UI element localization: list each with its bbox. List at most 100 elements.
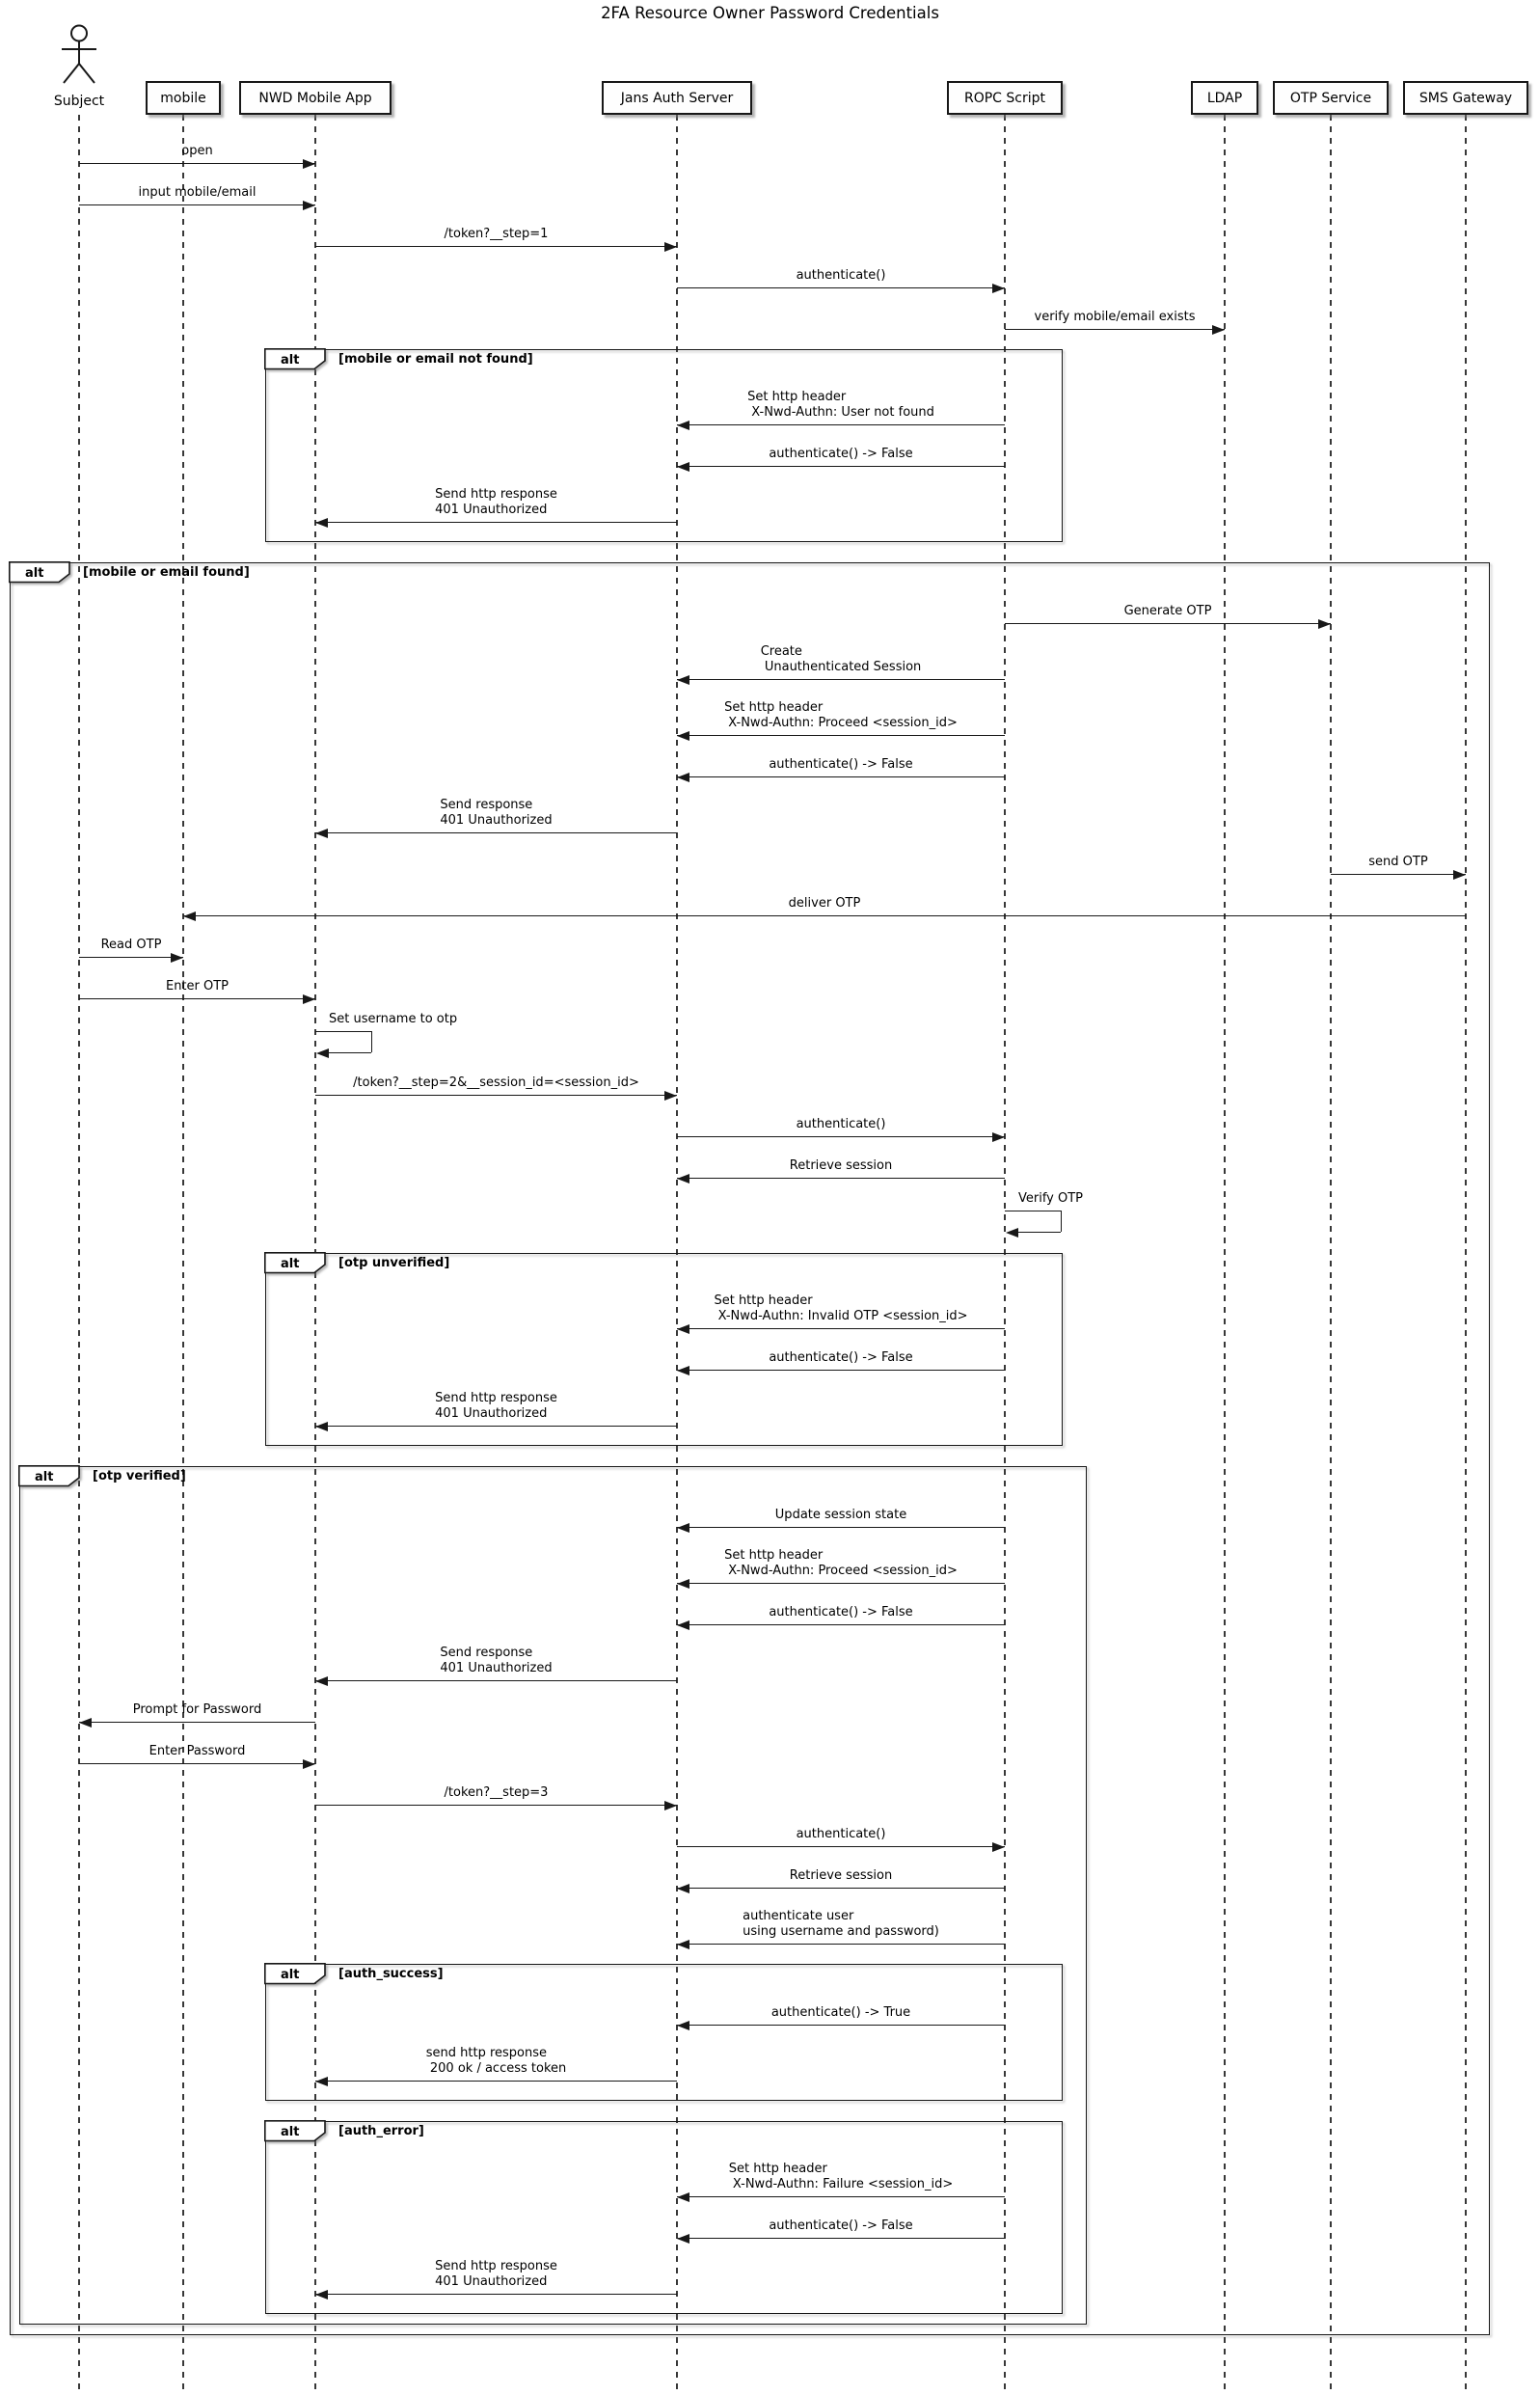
alt-guard-label: [mobile or email not found] <box>338 352 533 367</box>
message-label: verify mobile/email exists <box>1034 310 1196 324</box>
arrowhead-icon <box>677 461 689 472</box>
self-message <box>1016 1232 1061 1234</box>
self-message <box>1061 1211 1063 1232</box>
arrowhead-icon <box>303 993 315 1004</box>
participant-label: ROPC Script <box>963 90 1046 106</box>
self-message-label: Verify OTP <box>1018 1191 1084 1206</box>
arrowhead-icon <box>677 1173 689 1184</box>
message-label: /token?__step=2&__session_id=<session_id… <box>353 1075 639 1090</box>
message-arrow <box>79 998 315 1000</box>
arrowhead-icon <box>677 1578 689 1589</box>
lifeline <box>182 115 184 2395</box>
message-label: authenticate user using username and pas… <box>743 1909 939 1939</box>
message-label: authenticate() -> False <box>769 2218 913 2233</box>
message-label: Set http header X-Nwd-Authn: Proceed <se… <box>724 700 958 730</box>
message-label: Send http response 401 Unauthorized <box>435 487 557 517</box>
participant-label: SMS Gateway <box>1418 90 1513 106</box>
message-arrow <box>677 679 1005 681</box>
message-arrow <box>677 1846 1005 1848</box>
message-arrow <box>79 204 315 206</box>
lifeline <box>78 115 80 2395</box>
participant-box: NWD Mobile App <box>239 81 392 115</box>
arrowhead-icon <box>316 1048 329 1058</box>
message-arrow <box>1005 329 1225 331</box>
message-label: Retrieve session <box>789 1868 893 1883</box>
alt-fragment: alt <box>9 561 1490 2335</box>
arrowhead-icon <box>677 1323 689 1334</box>
message-label: authenticate() -> False <box>769 447 913 461</box>
arrowhead-icon <box>677 1939 689 1949</box>
arrowhead-icon <box>79 1717 92 1728</box>
alt-operator-tab: alt <box>9 561 71 584</box>
arrowhead-icon <box>992 283 1005 293</box>
arrowhead-icon <box>303 1758 315 1769</box>
lifeline <box>676 115 678 2395</box>
arrowhead-icon <box>664 241 677 252</box>
svg-text:alt: alt <box>281 2125 299 2139</box>
message-label: Set http header X-Nwd-Authn: User not fo… <box>747 390 934 420</box>
message-label: Send http response 401 Unauthorized <box>435 2259 557 2289</box>
message-arrow <box>677 1328 1005 1330</box>
alt-operator-tab: alt <box>264 2120 327 2142</box>
message-label: /token?__step=1 <box>444 227 549 241</box>
message-arrow <box>677 1178 1005 1180</box>
participant-label: NWD Mobile App <box>258 90 372 106</box>
alt-fragment: alt <box>264 348 1063 542</box>
message-arrow <box>79 1763 315 1765</box>
arrowhead-icon <box>677 1365 689 1375</box>
message-label: authenticate() <box>796 268 886 283</box>
message-arrow <box>315 1680 677 1682</box>
message-arrow <box>315 832 677 834</box>
message-arrow <box>315 1426 677 1428</box>
arrowhead-icon <box>677 674 689 685</box>
message-label: Prompt for Password <box>132 1702 262 1717</box>
arrowhead-icon <box>677 1883 689 1893</box>
lifeline <box>1330 115 1332 2395</box>
arrowhead-icon <box>677 1619 689 1630</box>
arrowhead-icon <box>677 420 689 430</box>
message-arrow <box>677 2238 1005 2240</box>
message-arrow <box>315 2081 677 2082</box>
message-label: Send http response 401 Unauthorized <box>435 1391 557 1421</box>
message-arrow <box>677 1583 1005 1585</box>
arrowhead-icon <box>677 2191 689 2202</box>
svg-text:alt: alt <box>281 353 299 367</box>
lifeline <box>1004 115 1006 2395</box>
message-arrow <box>183 915 1466 917</box>
message-label: authenticate() -> False <box>769 757 913 772</box>
message-arrow <box>677 1944 1005 1946</box>
message-label: Set http header X-Nwd-Authn: Proceed <se… <box>724 1548 958 1578</box>
arrowhead-icon <box>1318 618 1331 629</box>
participant-label: mobile <box>160 90 206 106</box>
message-arrow <box>1005 623 1331 625</box>
message-arrow <box>677 776 1005 778</box>
message-arrow <box>677 1370 1005 1372</box>
arrowhead-icon <box>315 828 328 838</box>
participant-box: LDAP <box>1191 81 1258 115</box>
message-label: Send response 401 Unauthorized <box>440 1646 553 1675</box>
message-arrow <box>315 522 677 524</box>
alt-guard-label: [otp verified] <box>93 1469 186 1483</box>
message-arrow <box>677 424 1005 426</box>
self-message <box>315 1031 371 1033</box>
alt-fragment: alt <box>264 1252 1063 1446</box>
message-label: input mobile/email <box>138 185 257 200</box>
svg-text:alt: alt <box>281 1257 299 1271</box>
message-arrow <box>677 735 1005 737</box>
message-arrow <box>1331 874 1466 876</box>
alt-fragment: alt <box>264 1963 1063 2101</box>
svg-text:alt: alt <box>35 1470 53 1484</box>
arrowhead-icon <box>677 772 689 782</box>
participant-label: Jans Auth Server <box>620 90 734 106</box>
message-label: send OTP <box>1368 855 1428 869</box>
arrowhead-icon <box>677 1522 689 1533</box>
lifeline <box>1224 115 1226 2395</box>
svg-text:alt: alt <box>281 1968 299 1982</box>
alt-guard-label: [mobile or email found] <box>83 565 250 580</box>
arrowhead-icon <box>315 1421 328 1431</box>
self-message-label: Set username to otp <box>329 1012 458 1026</box>
self-message <box>327 1052 371 1054</box>
message-label: Enter Password <box>149 1744 246 1758</box>
arrowhead-icon <box>677 730 689 741</box>
